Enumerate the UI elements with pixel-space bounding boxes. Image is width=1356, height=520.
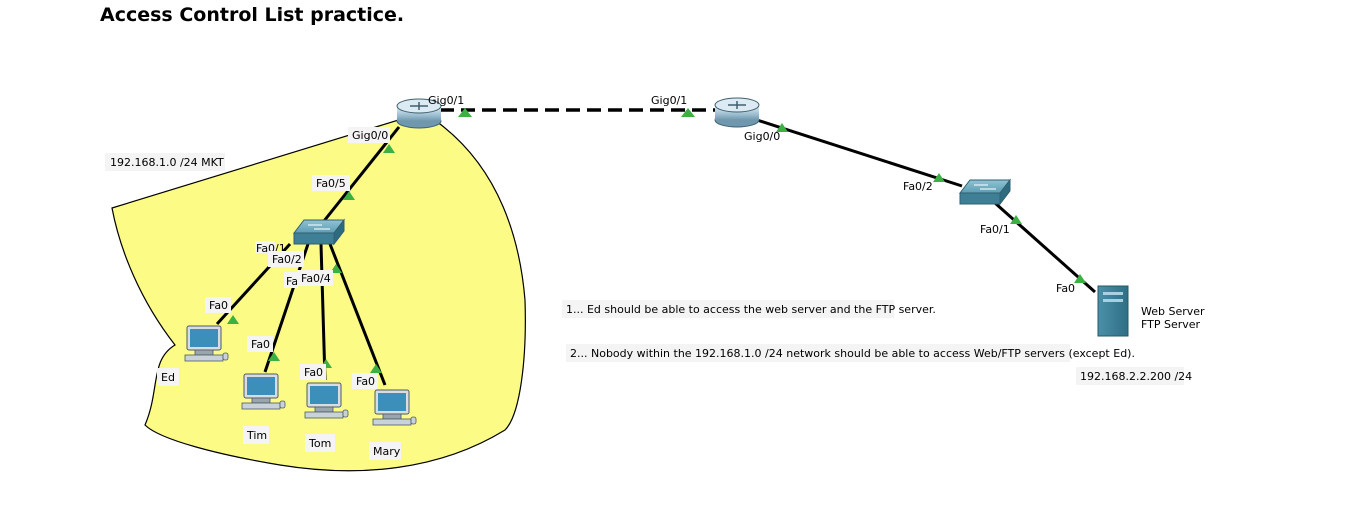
port-label: Gig0/1 (651, 94, 687, 107)
port-up-icon (458, 108, 472, 117)
router-2[interactable] (714, 97, 760, 128)
port-label: Fa0 (209, 299, 228, 312)
port-up-icon (268, 352, 280, 361)
link-r2-sw2 (756, 118, 963, 188)
port-label: Fa0 (356, 375, 375, 388)
page-title: Access Control List practice. (100, 4, 405, 26)
server-label-web: Web Server (1141, 305, 1205, 318)
switch-arrows-icon (308, 224, 330, 230)
port-label: Fa0 (304, 366, 323, 379)
port-label: Gig0/0 (352, 129, 388, 142)
network-label: 192.168.1.0 /24 MKT (110, 156, 224, 169)
host-name: Mary (373, 445, 401, 458)
link-sw1-mary (328, 243, 387, 386)
server-label-ftp: FTP Server (1141, 318, 1201, 331)
port-up-icon (1074, 274, 1086, 283)
port-up-icon (227, 315, 239, 324)
router-arrows-icon (410, 102, 428, 110)
port-up-icon (776, 123, 788, 132)
switch-2[interactable] (958, 178, 1012, 206)
labels: 192.168.1.0 /24 MKT Gig0/1 Gig0/0 Fa0/5 … (105, 94, 1205, 460)
router-1[interactable] (396, 98, 442, 129)
port-label: Fa0/2 (272, 253, 302, 266)
note-2: 2... Nobody within the 192.168.1.0 /24 n… (570, 347, 1135, 360)
switch-arrows-icon (974, 184, 996, 190)
port-label: Fa0/2 (903, 180, 933, 193)
port-up-icon (933, 173, 945, 182)
port-label: Gig0/0 (744, 130, 780, 143)
mkt-network-zone (111, 117, 526, 472)
port-label: Fa0/4 (301, 272, 331, 285)
note-1: 1... Ed should be able to access the web… (566, 303, 936, 316)
server[interactable] (1097, 285, 1129, 337)
port-label: Fa0 (251, 338, 270, 351)
port-label: Fa0/1 (980, 223, 1010, 236)
port-label: Gig0/1 (428, 94, 464, 107)
port-up-icon (343, 191, 355, 200)
port-up-icon (370, 364, 382, 373)
switch-1[interactable] (292, 218, 346, 246)
port-up-icon (383, 144, 395, 153)
server-ip: 192.168.2.2.200 /24 (1080, 370, 1192, 383)
link-r1-sw1 (318, 126, 401, 227)
host-name: Tim (246, 429, 267, 442)
host-name: Ed (161, 371, 175, 384)
port-label: Fa0/5 (316, 177, 346, 190)
host-name: Tom (308, 437, 331, 450)
port-up-icon (681, 108, 695, 117)
link-sw1-tom (319, 243, 327, 381)
port-label: Fa0 (1056, 282, 1075, 295)
port-up-icon (1010, 215, 1022, 224)
router-arrows-icon (728, 101, 746, 109)
